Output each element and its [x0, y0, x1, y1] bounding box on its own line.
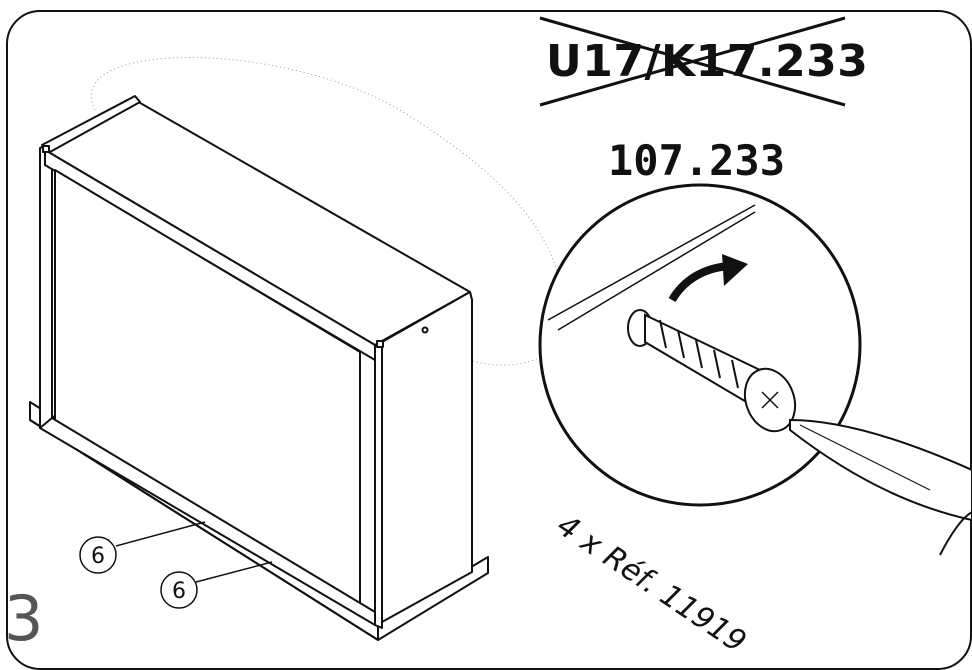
pozidriv-screwdriver-icon — [789, 418, 972, 556]
part-callout-6-b: 6 — [160, 561, 273, 609]
part-callout-6-a: 6 — [79, 521, 206, 574]
wood-screw-icon — [627, 309, 797, 433]
cabinet-icon — [29, 95, 489, 641]
clockwise-arrow-icon — [668, 254, 748, 303]
part-callout-label: 6 — [172, 579, 186, 604]
cross-out-icon — [539, 16, 846, 107]
step-number: 3 — [4, 582, 44, 655]
assembly-instruction-page: 6 6 — [4, 10, 972, 670]
old-reference-code: U17/K17.233 — [546, 36, 869, 87]
part-callout-label: 6 — [91, 544, 105, 569]
assembly-diagram: 6 6 — [29, 16, 972, 641]
new-reference-code: 107.233 — [608, 136, 786, 185]
detail-zoom-circle — [538, 183, 862, 507]
